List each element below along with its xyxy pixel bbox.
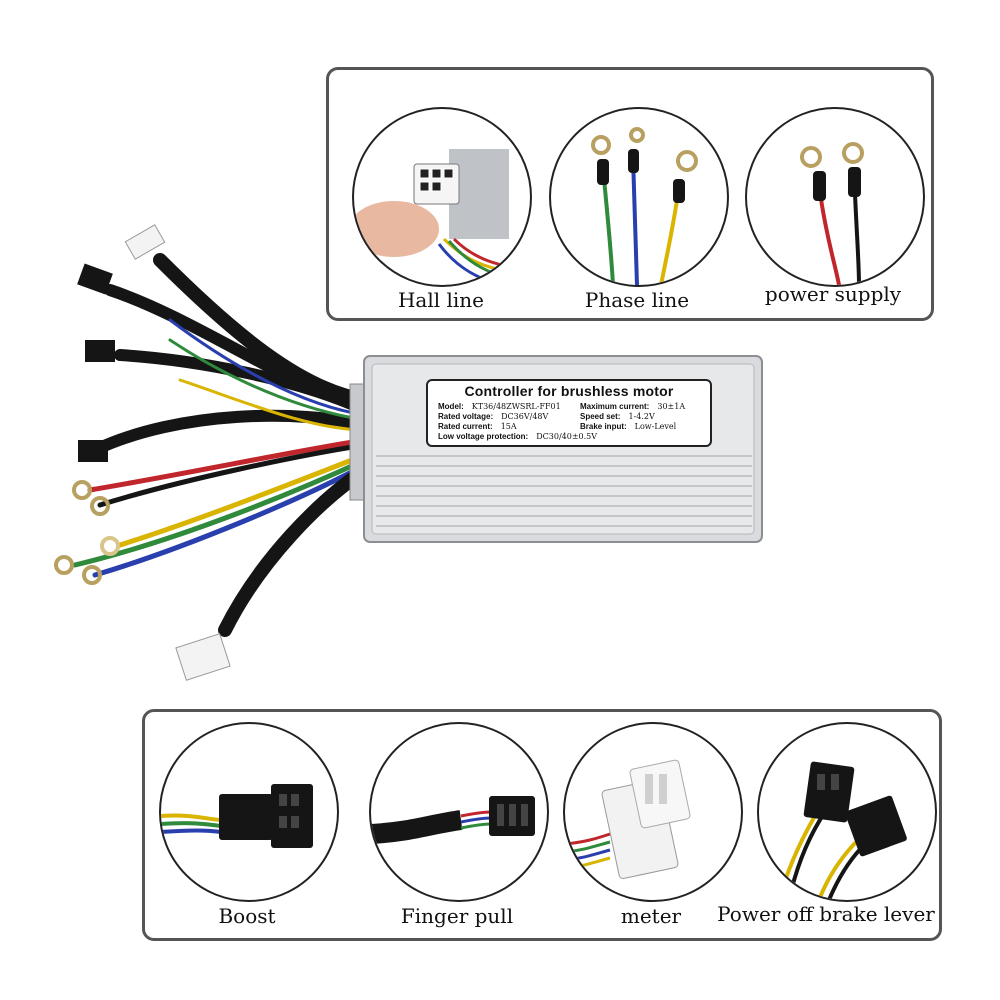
rated-voltage-row: Rated voltage:DC36V/48V: [438, 412, 549, 421]
caption-phase-line: Phase line: [584, 288, 690, 312]
caption-finger-pull: Finger pull: [400, 904, 514, 928]
phase-line-thumbnail: [549, 107, 729, 287]
brake-lever-thumbnail: [757, 722, 937, 902]
connectors: [54, 224, 231, 681]
speed-set-row: Speed set:1-4.2V: [580, 412, 655, 421]
power-supply-thumbnail: [745, 107, 925, 287]
max-current-row: Maximum current:30±1A: [580, 402, 686, 411]
low-voltage-row: Low voltage protection:DC30/40±0.5V: [438, 432, 598, 441]
caption-meter: meter: [620, 904, 682, 928]
brake-input-row: Brake input:Low-Level: [580, 422, 677, 431]
label-title: Controller for brushless motor: [464, 383, 674, 399]
model-row: Model:KT36/48ZWSRL-FF01: [438, 402, 561, 411]
hall-line-thumbnail: [352, 107, 532, 287]
controller-spec-label: Controller for brushless motor Model:KT3…: [426, 379, 712, 447]
caption-brake-lever: Power off brake lever: [717, 902, 935, 926]
caption-boost: Boost: [218, 904, 276, 928]
caption-power-supply: power supply: [764, 282, 902, 306]
rated-current-row: Rated current:15A: [438, 422, 517, 431]
wire-harness: [72, 253, 372, 637]
top-callout-panel: Hall line Phase line power supply: [326, 67, 934, 321]
boost-thumbnail: [159, 722, 339, 902]
finger-pull-thumbnail: [369, 722, 549, 902]
caption-hall-line: Hall line: [397, 288, 485, 312]
meter-thumbnail: [563, 722, 743, 902]
bottom-callout-panel: Boost Finger pull meter Power off brake …: [142, 709, 942, 941]
